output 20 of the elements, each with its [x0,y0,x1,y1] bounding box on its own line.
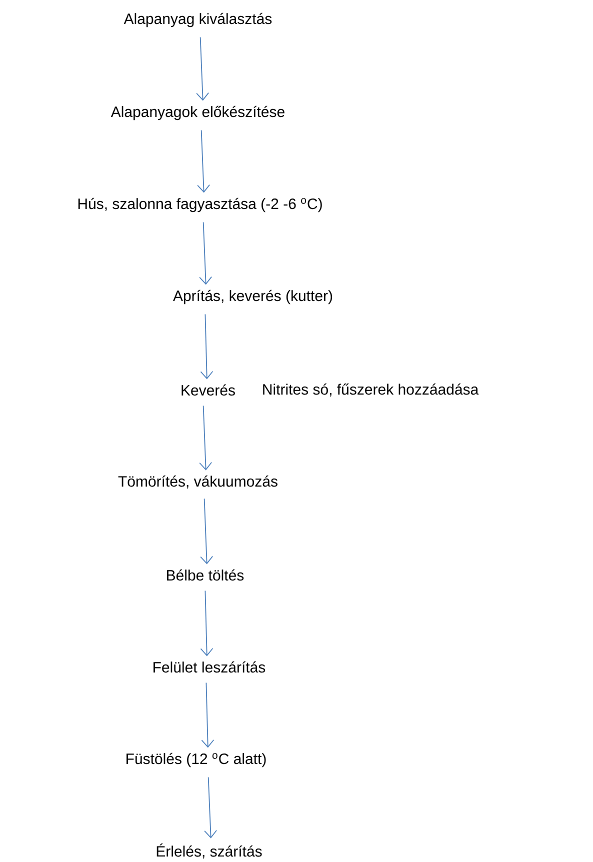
note-text: Nitrites só, fűszerek hozzáadása [263,384,479,396]
arrow [200,498,214,564]
arrow [199,405,212,470]
arrow [200,590,214,656]
step-text: Bélbe töltés [167,569,244,581]
step-text: Alapanyagok előkészítése [110,106,284,120]
arrow [200,314,214,380]
arrow [197,130,210,193]
step-text: Tömörítés, vákuumozás [118,476,278,488]
step-text: Aprítás, keverés (kutter) [173,290,332,304]
step-text: Alapanyag kiválasztás [124,12,272,28]
arrow [196,36,210,101]
arrow [204,776,217,838]
step-text: Keverés [182,384,235,396]
arrow [201,682,214,748]
step-text: Füstölés (12 $^{o}$C alatt) [126,752,266,768]
step-text: Érlelés, szárítás [156,844,262,858]
step-text: Felület leszárítás [154,661,266,673]
arrow [199,222,212,285]
step-text: Hús, szalonna fagyasztása (-2 -6 $^{o}$C) [78,198,322,212]
